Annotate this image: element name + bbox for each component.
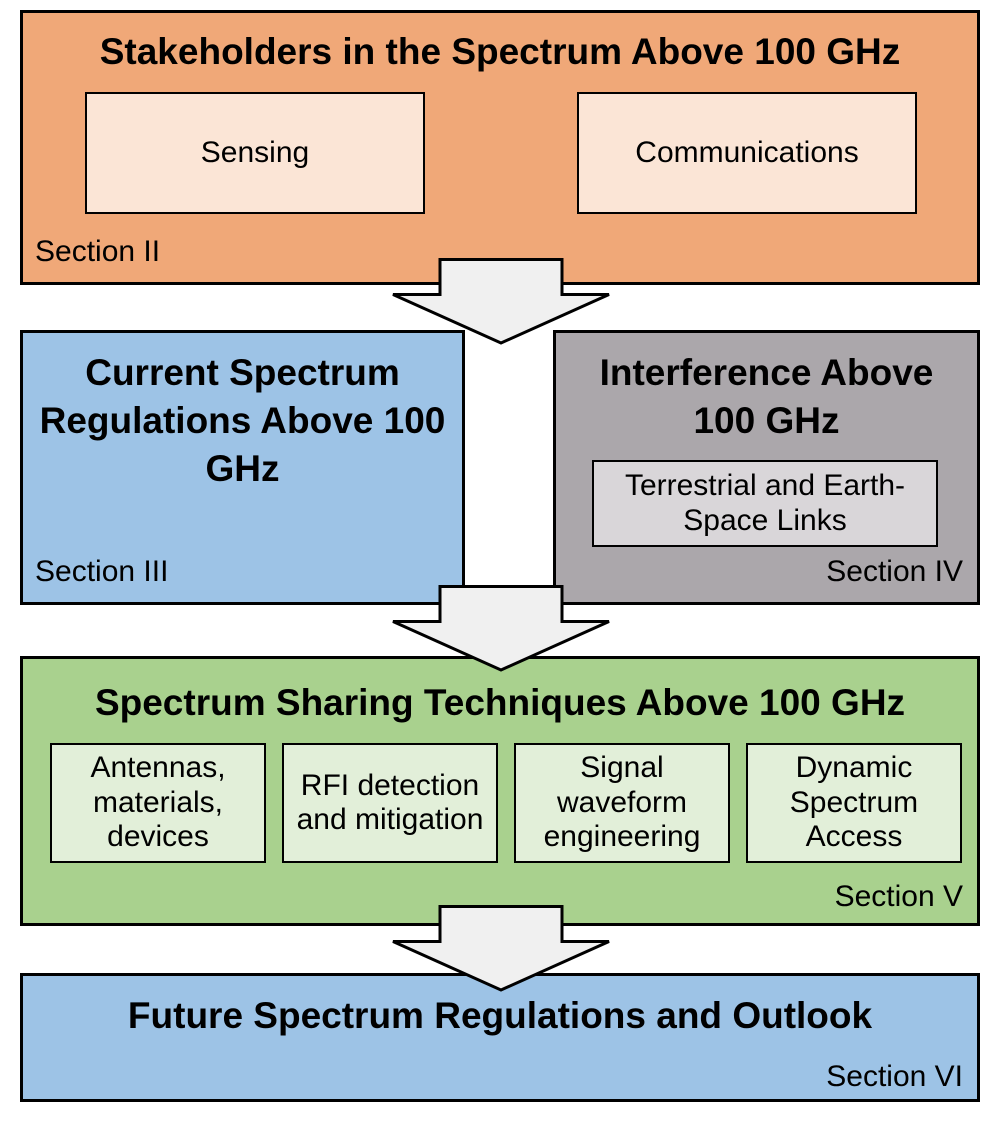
section-v-label: Section V bbox=[834, 880, 963, 913]
section-stakeholders-title: Stakeholders in the Spectrum Above 100 G… bbox=[99, 31, 901, 72]
section-iv-label: Section IV bbox=[826, 555, 963, 588]
communications-box: Communications bbox=[577, 92, 917, 214]
section-regulations-title: Current Spectrum Regulations Above 100 G… bbox=[39, 352, 446, 490]
section-ii-label: Section II bbox=[35, 235, 161, 268]
terrestrial-earth-space-box: Terrestrial and Earth-Space Links bbox=[592, 460, 938, 547]
section-stakeholders-box: Stakeholders in the Spectrum Above 100 G… bbox=[20, 10, 980, 285]
antennas-materials-devices-box: Antennas, materials, devices bbox=[50, 743, 266, 863]
section-sharing-title: Spectrum Sharing Techniques Above 100 GH… bbox=[94, 682, 906, 723]
flow-arrow-down-icon bbox=[392, 905, 610, 992]
section-vi-label: Section VI bbox=[826, 1060, 963, 1093]
sensing-label: Sensing bbox=[200, 135, 310, 169]
sensing-box: Sensing bbox=[85, 92, 425, 214]
signal-waveform-engineering-label: Signal waveform engineering bbox=[543, 751, 701, 854]
terrestrial-earth-space-label: Terrestrial and Earth-Space Links bbox=[624, 469, 906, 537]
flow-arrow-down-icon bbox=[392, 585, 610, 672]
section-regulations-box: Current Spectrum Regulations Above 100 G… bbox=[20, 330, 465, 605]
rfi-detection-mitigation-box: RFI detection and mitigation bbox=[282, 743, 498, 863]
signal-waveform-engineering-box: Signal waveform engineering bbox=[514, 743, 730, 863]
rfi-detection-mitigation-label: RFI detection and mitigation bbox=[296, 768, 484, 837]
section-sharing-box: Spectrum Sharing Techniques Above 100 GH… bbox=[20, 656, 980, 926]
section-interference-box: Interference Above 100 GHz Terrestrial a… bbox=[553, 330, 980, 605]
section-future-box: Future Spectrum Regulations and Outlook … bbox=[20, 973, 980, 1102]
flow-arrow-down-icon bbox=[392, 258, 610, 345]
section-iii-label: Section III bbox=[35, 555, 169, 588]
antennas-materials-devices-label: Antennas, materials, devices bbox=[90, 751, 226, 854]
section-interference-title: Interference Above 100 GHz bbox=[599, 352, 934, 442]
dynamic-spectrum-access-label: Dynamic Spectrum Access bbox=[789, 751, 919, 854]
communications-label: Communications bbox=[635, 135, 859, 169]
dynamic-spectrum-access-box: Dynamic Spectrum Access bbox=[746, 743, 962, 863]
section-future-title: Future Spectrum Regulations and Outlook bbox=[127, 995, 873, 1036]
